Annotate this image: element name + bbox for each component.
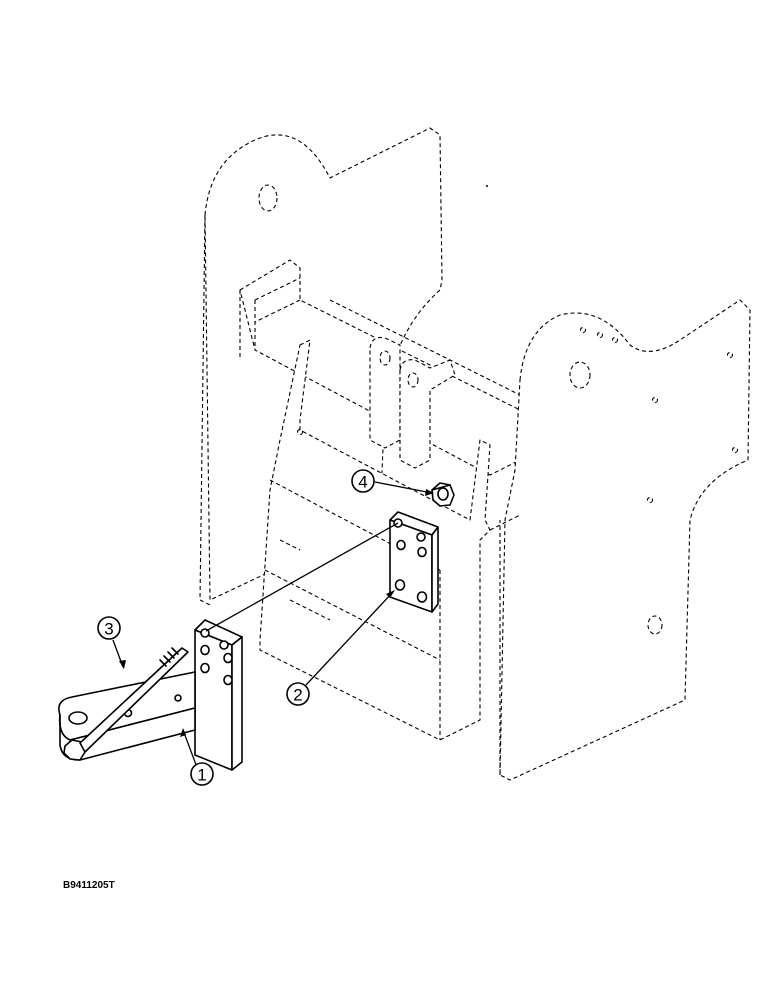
callout-1-label: 1 <box>197 766 206 785</box>
callout-3-label: 3 <box>104 620 113 639</box>
callout-2-arrowhead <box>386 590 395 598</box>
callout-3-arrowhead <box>119 660 126 669</box>
front-frame-plate <box>489 299 751 781</box>
spacer-plate <box>389 511 439 613</box>
callout-1: 1 <box>190 762 214 786</box>
callout-4-label: 4 <box>358 473 367 492</box>
hex-bolt <box>63 647 189 761</box>
callout-4: 4 <box>351 469 375 493</box>
callout-4-leader <box>374 481 433 494</box>
callout-1-arrowhead <box>180 728 186 737</box>
stray-dot <box>486 185 488 187</box>
callout-2: 2 <box>286 682 310 706</box>
callout-4-arrowhead <box>425 489 434 496</box>
assembly-alignment-line <box>205 522 399 632</box>
callout-2-leader <box>305 591 394 686</box>
figure-code: B9411205T <box>63 880 115 891</box>
callout-1-leader <box>182 729 199 771</box>
hex-nut <box>431 482 455 507</box>
center-lugs <box>369 336 456 469</box>
callout-2-label: 2 <box>293 686 302 705</box>
callout-3: 3 <box>97 616 121 640</box>
